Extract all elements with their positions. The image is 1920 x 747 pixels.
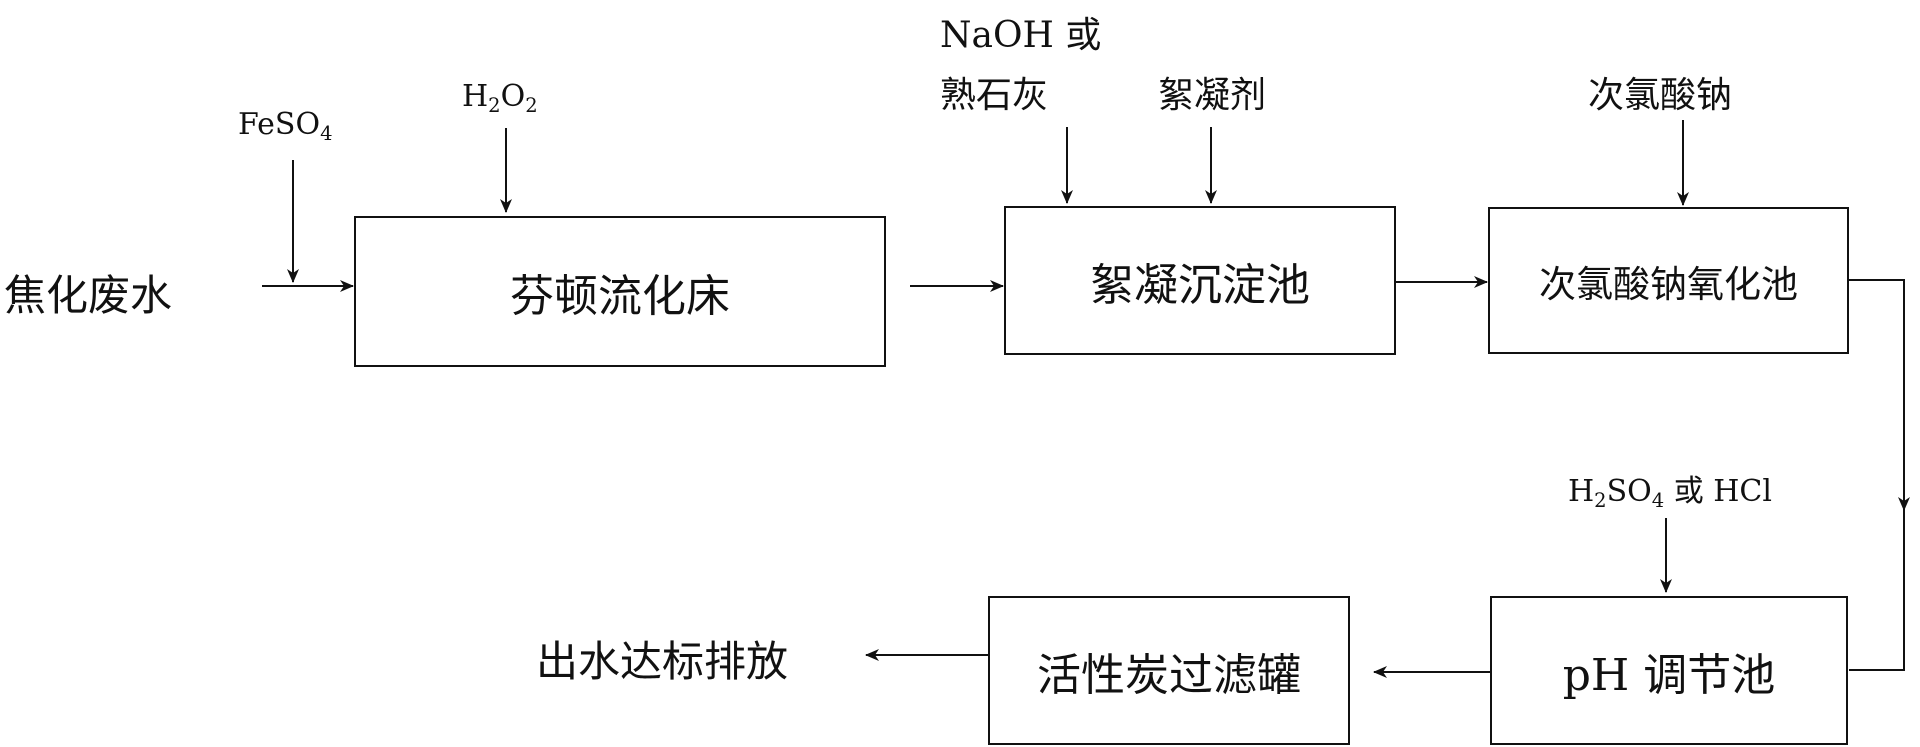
ph-adjust-tank-label: pH 调节池 [1562,649,1776,701]
feso4-label: FeSO4 [238,107,333,145]
source-label: 焦化废水 [4,271,173,320]
coagulation-tank-box: 絮凝沉淀池 [1004,206,1396,355]
flocculant-label: 絮凝剂 [1158,75,1267,116]
ph-adjust-tank-box: pH 调节池 [1490,596,1848,745]
lime-label: 熟石灰 [940,75,1049,116]
fenton-bed-box: 芬顿流化床 [354,216,886,367]
acid-label: H2SO4 或 HCl [1568,474,1772,512]
outlet-label: 出水达标排放 [536,637,789,686]
carbon-filter-label: 活性炭过滤罐 [1037,649,1301,701]
oxidation-tank-box: 次氯酸钠氧化池 [1488,207,1849,354]
coagulation-tank-label: 絮凝沉淀池 [1090,259,1310,311]
h2o2-label: H2O2 [462,79,538,117]
carbon-filter-box: 活性炭过滤罐 [988,596,1350,745]
fenton-bed-label: 芬顿流化床 [510,270,730,322]
naoh-label: NaOH 或 [940,15,1102,56]
oxidation-tank-label: 次氯酸钠氧化池 [1539,262,1798,306]
hypochlorite-label: 次氯酸钠 [1588,75,1733,116]
oxidation-outlet-line [1849,279,1905,671]
